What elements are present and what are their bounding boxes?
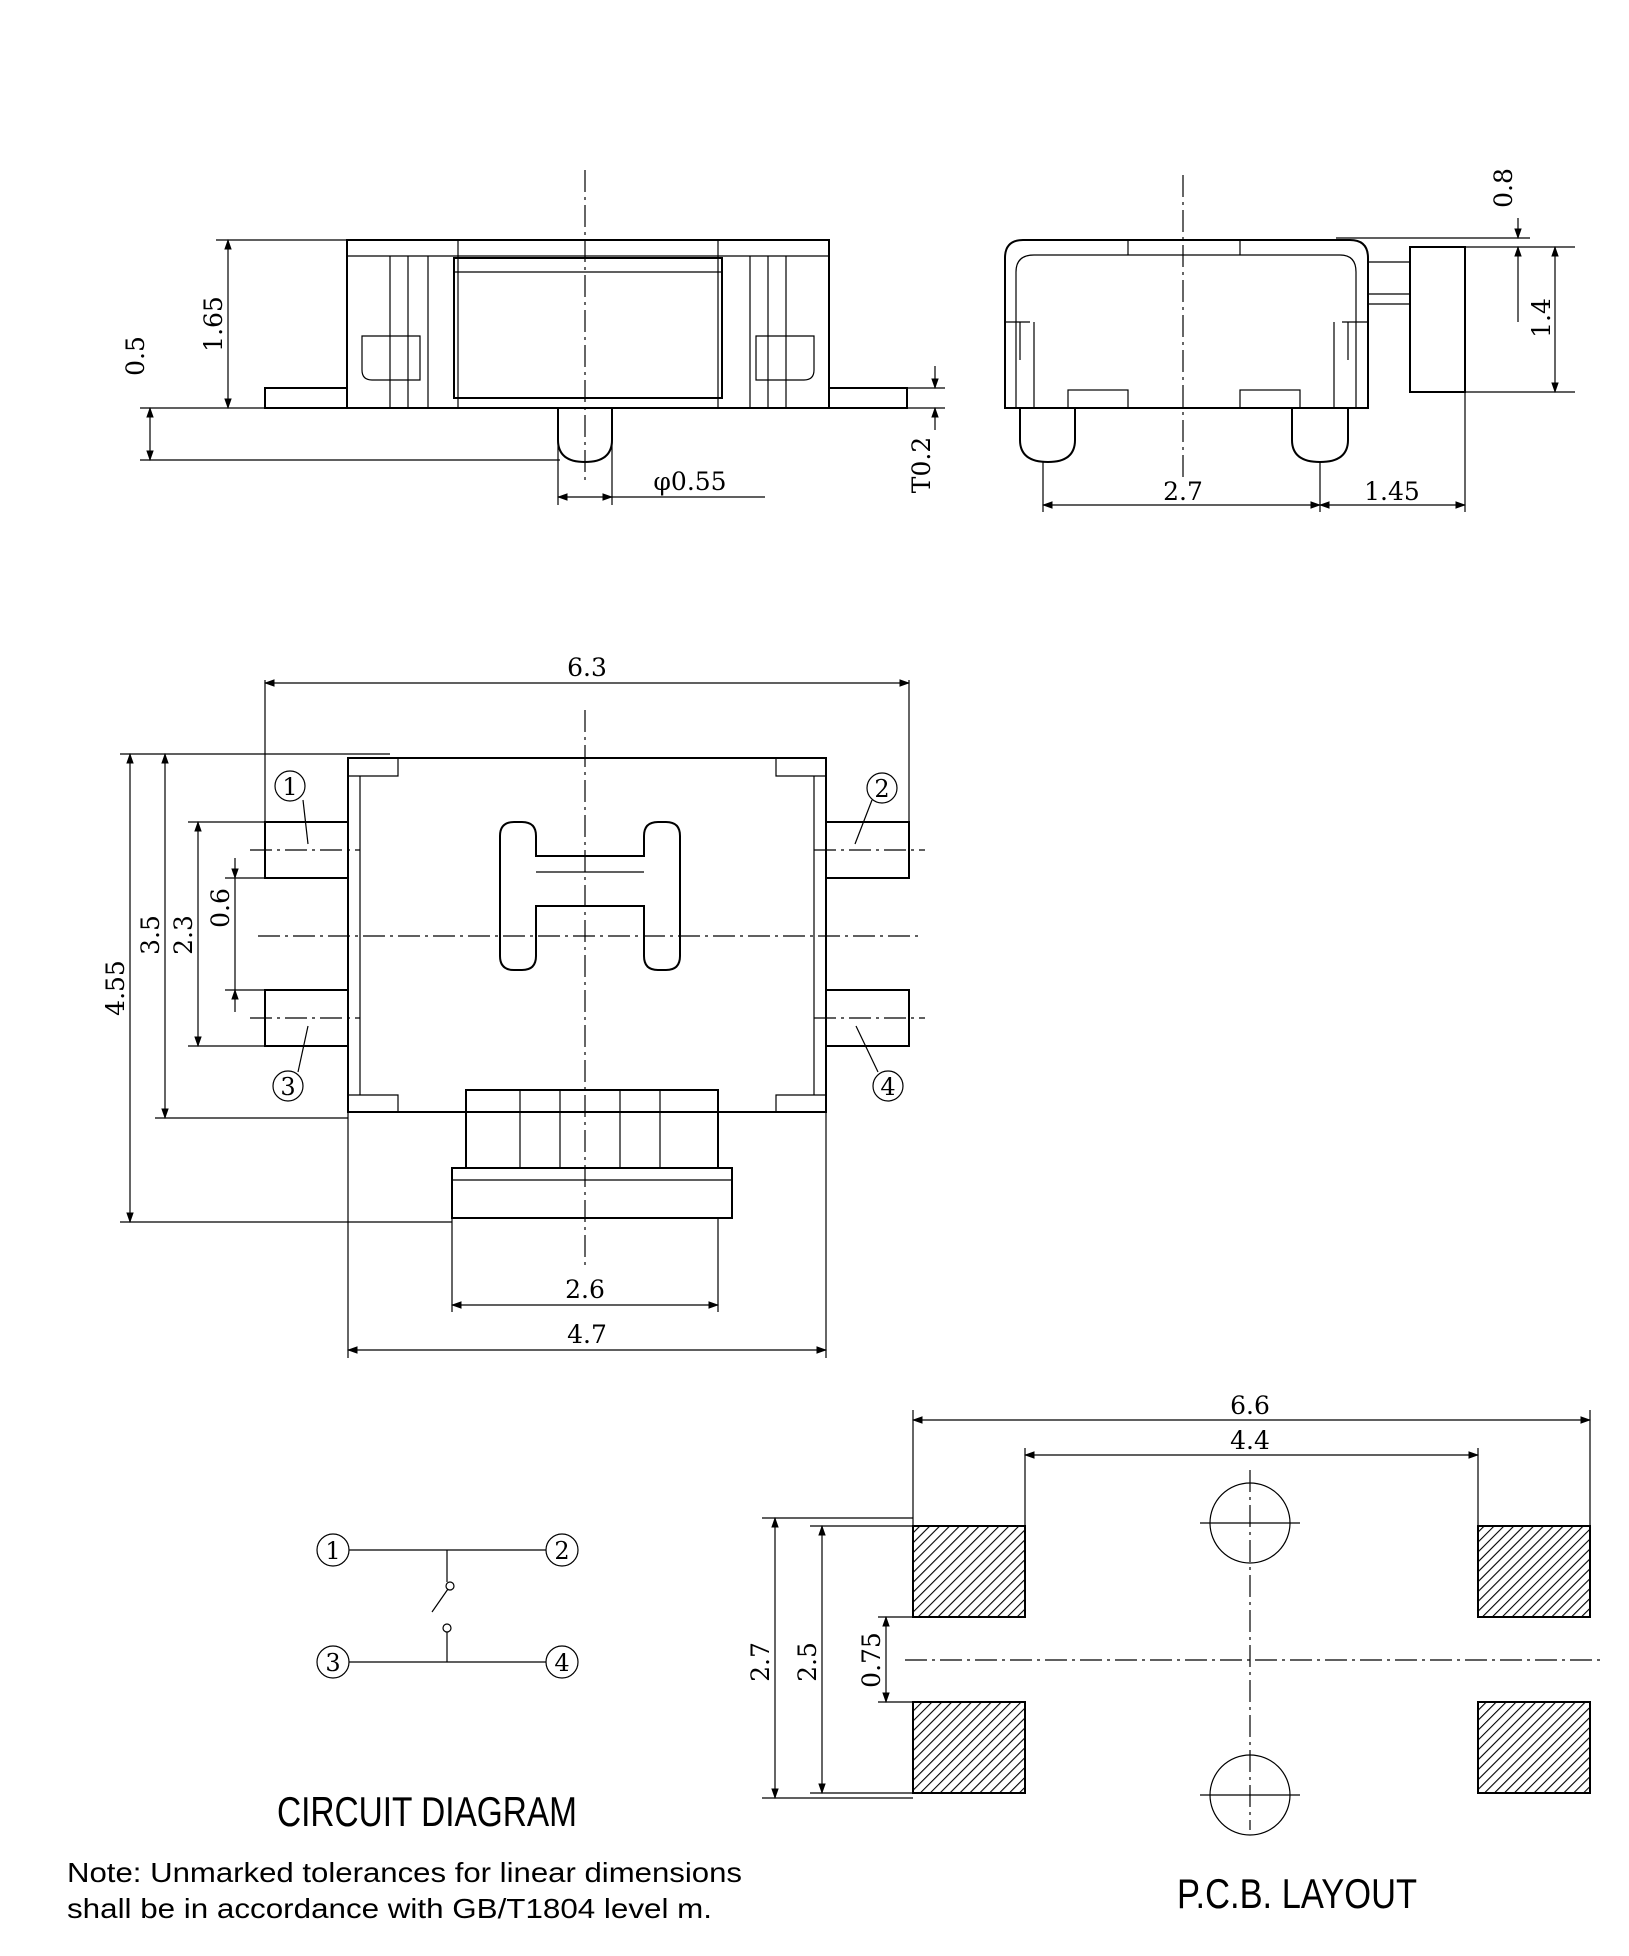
dim-1-65: 1.65: [199, 296, 228, 352]
dim-4-4: 4.4: [1230, 1426, 1270, 1455]
pcb-pad-4: [1477, 1701, 1591, 1794]
dim-4-7: 4.7: [567, 1320, 607, 1349]
top-pin-2: 2: [854, 772, 898, 845]
dim-2-5: 2.5: [793, 1642, 822, 1682]
dim-2-6: 2.6: [565, 1275, 605, 1304]
svg-text:3: 3: [280, 1073, 295, 1101]
dim-1-45: 1.45: [1364, 477, 1420, 506]
end-view: 2.7 1.45 0.8 1.4: [1004, 168, 1575, 512]
circuit-pin-3: 3: [325, 1649, 340, 1677]
pcb-layout-title: P.C.B. LAYOUT: [1177, 1870, 1417, 1917]
circuit-diagram-title: CIRCUIT DIAGRAM: [277, 1788, 577, 1835]
svg-text:2: 2: [874, 775, 889, 803]
circuit-pin-2: 2: [554, 1537, 569, 1565]
dim-1-4: 1.4: [1527, 298, 1556, 338]
top-pin-4: 4: [855, 1025, 904, 1102]
pcb-layout: 6.6 4.4 2.7 2.5 0.75 P.C.B. LAYOUT: [746, 1391, 1600, 1917]
dim-3-5: 3.5: [136, 915, 165, 955]
dim-2-7-end: 2.7: [1163, 477, 1203, 506]
dim-6-3: 6.3: [567, 653, 607, 682]
circuit-pin-4: 4: [554, 1649, 569, 1677]
top-pin-1: 1: [274, 770, 309, 845]
dim-4-55: 4.55: [101, 960, 130, 1016]
svg-text:4: 4: [880, 1073, 895, 1101]
svg-text:1: 1: [282, 773, 297, 801]
top-view: 1 2 3 4 6.3: [101, 653, 925, 1358]
dim-2-7-pcb: 2.7: [746, 1642, 775, 1682]
note-line-1: Note: Unmarked tolerances for linear dim…: [67, 1857, 742, 1888]
top-pin-3: 3: [272, 1025, 309, 1102]
dim-0-5: 0.5: [121, 336, 150, 376]
dim-0-8: 0.8: [1489, 168, 1518, 208]
note-line-2: shall be in accordance with GB/T1804 lev…: [67, 1893, 712, 1924]
dim-0-6: 0.6: [206, 888, 235, 928]
circuit-diagram: 1 2 3 4 CIRCUIT DIAGRAM: [277, 1533, 579, 1835]
pcb-pad-1: [912, 1525, 1026, 1618]
dim-t0-2: T0.2: [907, 437, 936, 493]
side-view: 1.65 0.5 φ0.55 T0.2: [121, 170, 945, 505]
dim-2-3: 2.3: [169, 915, 198, 955]
pcb-pad-2: [1477, 1525, 1591, 1618]
dim-6-6: 6.6: [1230, 1391, 1270, 1420]
pcb-pad-3: [912, 1701, 1026, 1794]
dim-0-75: 0.75: [857, 1632, 886, 1688]
dim-phi-0-55: φ0.55: [653, 467, 726, 496]
circuit-pin-1: 1: [325, 1537, 340, 1565]
